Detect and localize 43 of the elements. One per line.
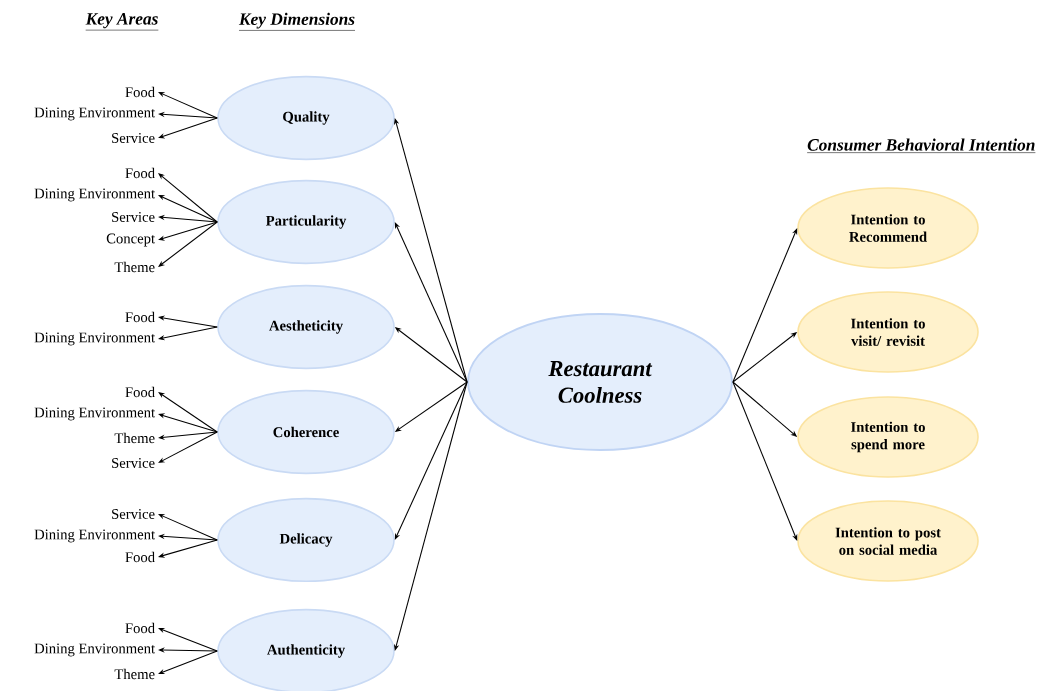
arrow <box>394 222 468 383</box>
arrow <box>732 228 798 383</box>
arrow <box>158 326 218 341</box>
arrow <box>158 431 218 463</box>
area-label: Theme <box>114 432 155 444</box>
arrow <box>158 514 218 541</box>
area-label: Food <box>125 622 155 634</box>
area-label: Dining Environment <box>34 332 155 346</box>
section-heading: Key Dimensions <box>238 12 356 31</box>
section-heading: Key Areas <box>85 13 159 31</box>
arrow <box>394 381 468 540</box>
arrow <box>158 315 218 328</box>
area-label: Theme <box>114 668 155 680</box>
area-label: Service <box>112 212 155 222</box>
area-label: Service <box>112 133 155 143</box>
arrow <box>158 539 218 558</box>
arrow <box>158 627 218 652</box>
area-label: Dining Environment <box>34 188 155 202</box>
arrow <box>158 650 218 675</box>
area-label: Service <box>112 458 155 468</box>
area-label: Food <box>125 551 155 563</box>
arrow <box>732 381 798 541</box>
area-label: Concept <box>106 233 155 247</box>
area-label: Theme <box>114 261 155 273</box>
arrow <box>158 431 218 441</box>
area-label: Dining Environment <box>34 407 155 421</box>
area-label: Food <box>125 167 155 179</box>
arrow <box>158 117 218 139</box>
area-label: Dining Environment <box>34 643 155 657</box>
area-label: Food <box>125 386 155 398</box>
arrow <box>158 221 218 241</box>
arrow <box>158 413 218 433</box>
area-label: Dining Environment <box>34 107 155 121</box>
area-label: Food <box>125 311 155 323</box>
section-heading: Consumer Behavioral Intention <box>806 138 1036 153</box>
arrow <box>158 392 218 433</box>
area-label: Service <box>112 509 155 519</box>
arrow <box>158 92 218 119</box>
arrow <box>158 173 218 223</box>
area-label: Food <box>125 86 155 98</box>
area-label: Dining Environment <box>34 529 155 543</box>
arrow <box>158 221 218 267</box>
arrow <box>158 195 218 223</box>
